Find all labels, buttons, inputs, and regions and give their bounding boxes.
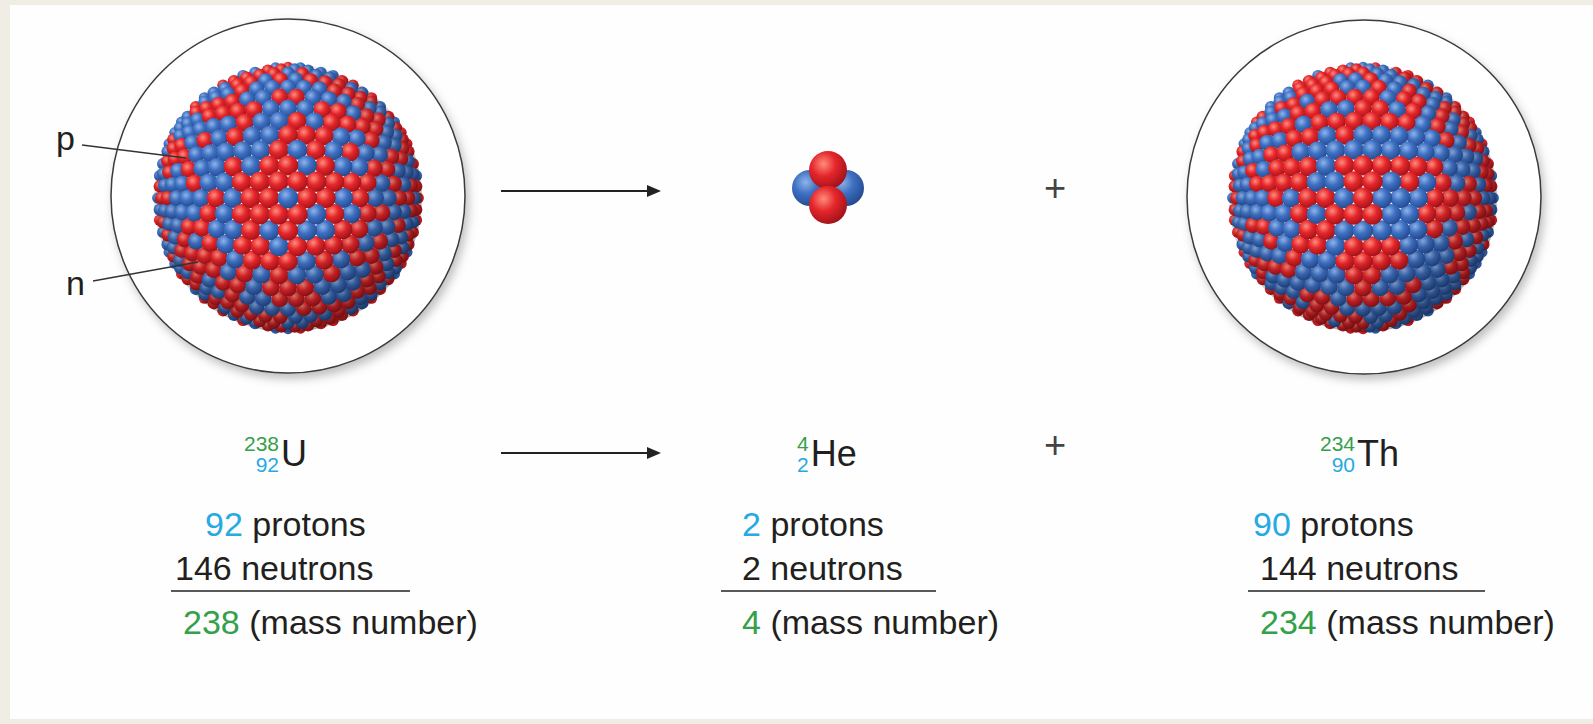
mass-number: (mass number) xyxy=(249,604,478,641)
sum-line xyxy=(171,590,410,592)
proton-ball xyxy=(809,151,847,189)
arrow-head xyxy=(647,447,661,459)
atomic-index: 92 xyxy=(256,454,279,475)
neutron-count-row: 2 neutrons xyxy=(742,550,903,587)
arrow-head xyxy=(647,185,661,197)
part-label: n xyxy=(66,265,85,302)
mass-number-row: 4(mass number) xyxy=(742,604,999,641)
neutron-count: 146 neutrons xyxy=(175,550,374,587)
mass-number-row: 238(mass number) xyxy=(183,604,478,641)
mass-index: 4 xyxy=(797,433,809,454)
page-ground xyxy=(10,5,1593,719)
neutron-count: 2 neutrons xyxy=(742,550,903,587)
element-symbol: Th xyxy=(1357,434,1399,474)
proton-count: protons xyxy=(770,506,883,543)
sum-line xyxy=(1248,590,1485,592)
helium-nucleus xyxy=(792,151,864,224)
plus-sign: + xyxy=(1044,168,1066,210)
neutron-count-row: 144 neutrons xyxy=(1260,550,1459,587)
proton-count-row: 2protons xyxy=(742,506,884,543)
atomic-index: 90 xyxy=(1332,454,1355,475)
nucleus-frame xyxy=(1187,20,1541,374)
proton-count: 2 xyxy=(742,506,761,543)
mass-number: 234 xyxy=(1260,604,1317,641)
nuclide-symbol: 23892U xyxy=(244,433,307,475)
proton-count-row: 90protons xyxy=(1253,506,1414,543)
sum-line xyxy=(721,590,936,592)
proton-count-row: 92protons xyxy=(205,506,366,543)
leader-line xyxy=(82,145,186,158)
proton-count: 90 xyxy=(1253,506,1291,543)
neutron-count-row: 146 neutrons xyxy=(175,550,374,587)
mass-index: 238 xyxy=(244,433,279,454)
uranium-nucleus xyxy=(152,62,424,334)
proton-count: protons xyxy=(1300,506,1413,543)
mass-number: 238 xyxy=(183,604,240,641)
mass-number: 4 xyxy=(742,604,761,641)
mass-number: (mass number) xyxy=(770,604,999,641)
proton-count: 92 xyxy=(205,506,243,543)
nuclide-indices: 23490 xyxy=(1320,433,1355,475)
element-symbol: He xyxy=(811,434,857,474)
sphere-shading xyxy=(154,64,422,332)
part-label: p xyxy=(56,120,75,157)
mass-index: 234 xyxy=(1320,433,1355,454)
sphere-shading xyxy=(1229,64,1497,332)
plus-sign: + xyxy=(1044,425,1066,467)
proton-count: protons xyxy=(252,506,365,543)
leader-line xyxy=(93,262,198,281)
nuclide-symbol: 23490Th xyxy=(1320,433,1399,475)
neutron-count: 144 neutrons xyxy=(1260,550,1459,587)
mass-number-row: 234(mass number) xyxy=(1260,604,1555,641)
reaction-arrow xyxy=(501,452,649,454)
proton-ball xyxy=(809,186,847,224)
nucleus-frame xyxy=(111,19,465,373)
nuclide-indices: 23892 xyxy=(244,433,279,475)
nuclide-symbol: 42He xyxy=(797,433,857,475)
nuclide-indices: 42 xyxy=(797,433,809,475)
mass-number: (mass number) xyxy=(1326,604,1555,641)
atomic-index: 2 xyxy=(797,454,809,475)
thorium-nucleus xyxy=(1227,62,1499,334)
element-symbol: U xyxy=(281,434,307,474)
reaction-arrow xyxy=(501,190,649,192)
